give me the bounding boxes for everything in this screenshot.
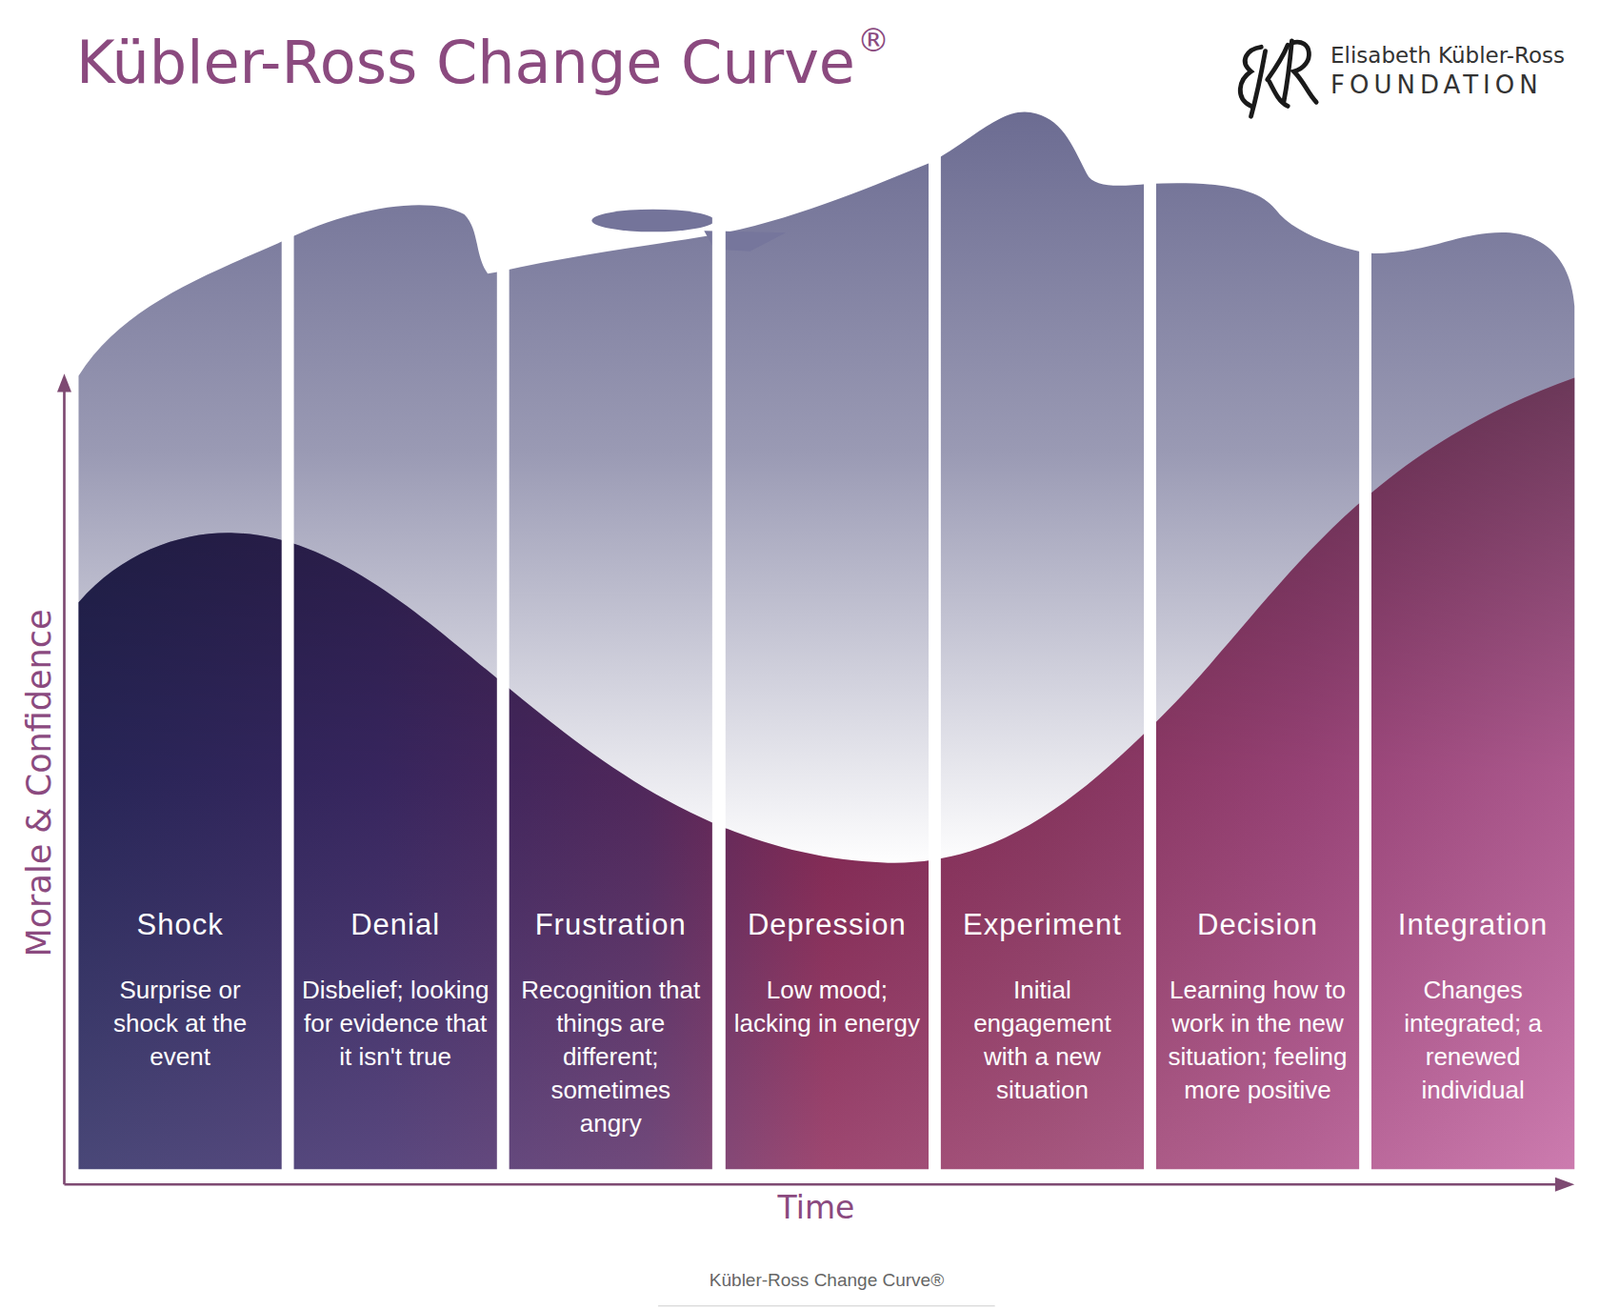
stage-heading: Frustration — [517, 906, 705, 943]
foundation-logo-mark — [1240, 40, 1317, 117]
stage-column: DenialDisbelief; looking for evidence th… — [294, 906, 498, 1163]
caption-rule — [658, 1304, 996, 1307]
stage-column: DepressionLow mood; lacking in energy — [725, 906, 929, 1163]
stage-description: Low mood; lacking in energy — [733, 973, 921, 1040]
foundation-word: FOUNDATION — [1330, 70, 1543, 100]
figure-caption: Kübler-Ross Change Curve® — [709, 1268, 944, 1292]
stage-description: Disbelief; looking for evidence that it … — [301, 973, 490, 1074]
column-gaps — [281, 0, 1372, 1175]
axes — [64, 383, 1564, 1184]
stage-column: IntegrationChanges integrated; a renewed… — [1371, 906, 1575, 1163]
registered-mark: ® — [857, 20, 890, 60]
diagram-title: Kübler-Ross Change Curve — [76, 26, 856, 100]
stage-heading: Integration — [1379, 906, 1567, 943]
stage-column: ExperimentInitial engagement with a new … — [940, 906, 1144, 1163]
stage-column: ShockSurprise or shock at the event — [79, 906, 282, 1163]
stage-description: Initial engagement with a new situation — [948, 973, 1137, 1107]
eyelash-shape — [591, 209, 715, 233]
stage-heading: Depression — [733, 906, 921, 943]
stage-heading: Experiment — [948, 906, 1137, 943]
stage-heading: Shock — [86, 906, 275, 943]
stage-description: Recognition that things are different; s… — [517, 973, 705, 1140]
face-silhouette — [79, 111, 1576, 1169]
stage-column: DecisionLearning how to work in the new … — [1156, 906, 1360, 1163]
change-curve-shade — [79, 378, 1576, 1170]
stage-description: Surprise or shock at the event — [86, 973, 275, 1074]
x-axis-label: Time — [778, 1188, 856, 1227]
stage-heading: Decision — [1163, 906, 1352, 943]
change-curve-area — [79, 378, 1576, 1170]
axis-arrowhead — [57, 373, 72, 392]
stage-description: Learning how to work in the new situatio… — [1163, 973, 1352, 1107]
axis-arrowhead — [1555, 1177, 1575, 1192]
y-axis-label: Morale & Confidence — [20, 608, 59, 957]
foundation-name: Elisabeth Kübler-Ross — [1330, 41, 1565, 69]
stage-heading: Denial — [301, 906, 490, 943]
stage-description: Changes integrated; a renewed individual — [1379, 973, 1567, 1107]
stage-column: FrustrationRecognition that things are d… — [509, 906, 713, 1163]
